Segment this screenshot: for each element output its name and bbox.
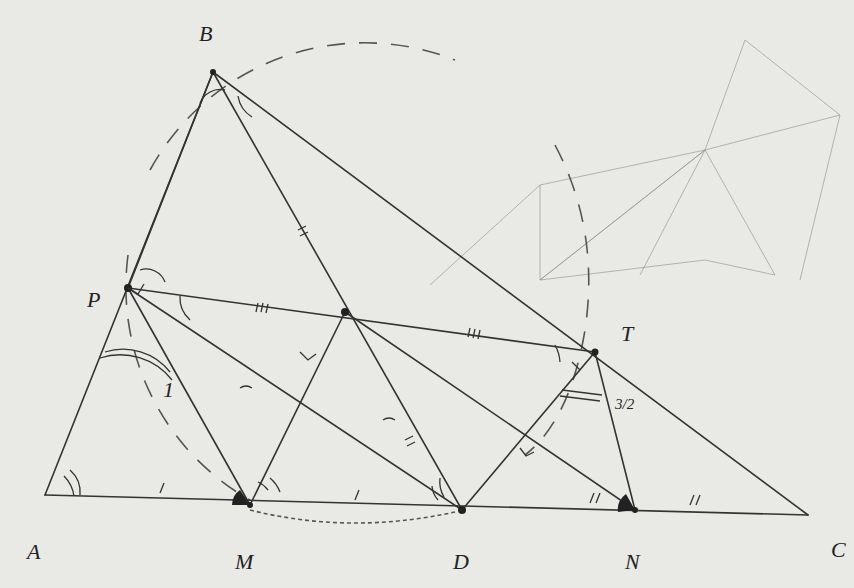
point-label: N (622, 550, 643, 574)
dashed-circle (126, 43, 589, 523)
point-label: C (828, 538, 849, 562)
point-label: B (196, 22, 215, 46)
point-label: 3/2 (612, 396, 637, 413)
point-label: T (618, 322, 636, 346)
point-label: D (450, 550, 472, 574)
faint-sketch (430, 40, 840, 285)
triangle-lines (45, 72, 808, 515)
point-label: M (232, 550, 256, 574)
point-label: A (24, 540, 43, 564)
point-label: P (84, 288, 103, 312)
point-label: 1 (160, 378, 177, 402)
points (124, 69, 638, 514)
tick-marks (64, 89, 700, 505)
